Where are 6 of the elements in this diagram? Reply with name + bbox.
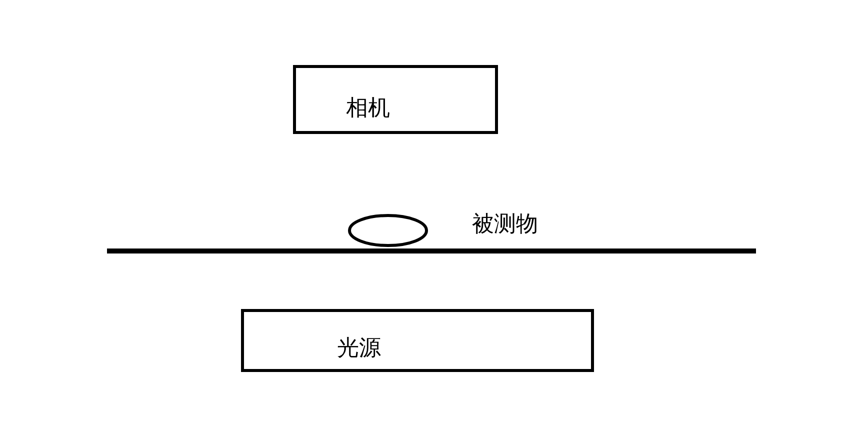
box-label: 相机 — [346, 98, 390, 120]
measured-object-ellipse — [348, 214, 428, 247]
box-label: 光源 — [337, 338, 381, 360]
object-label: 被测物 — [472, 214, 538, 236]
device-box — [241, 309, 594, 372]
device-box — [293, 65, 498, 134]
